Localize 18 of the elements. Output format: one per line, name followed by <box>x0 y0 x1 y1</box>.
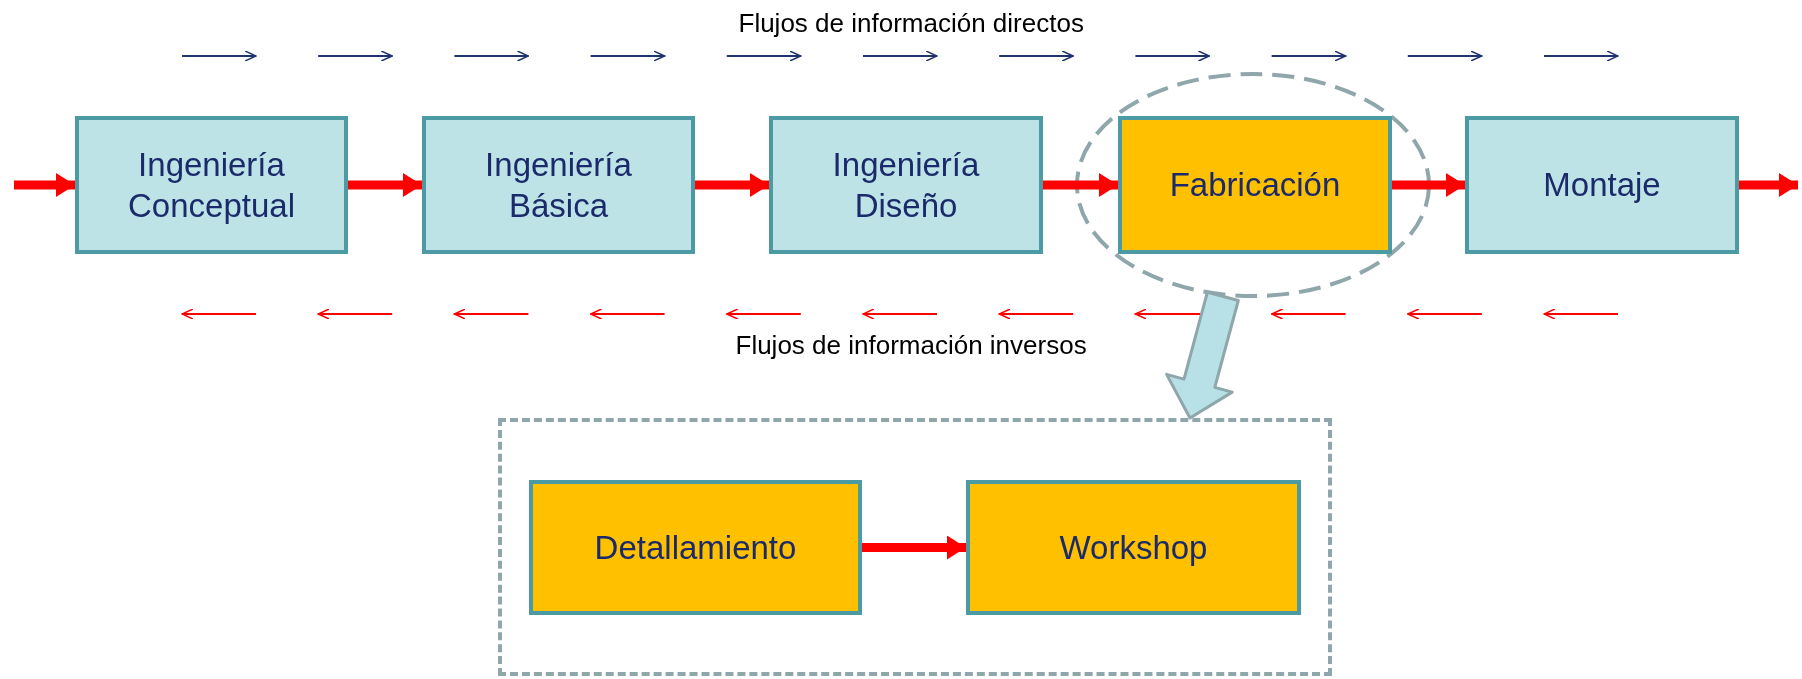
arrow <box>695 173 769 197</box>
process-box: Detallamiento <box>529 480 862 615</box>
process-box: Ingeniería Básica <box>422 116 695 254</box>
arrow <box>1392 173 1465 197</box>
block-arrow <box>1165 290 1240 420</box>
arrow <box>348 173 422 197</box>
flow-caption: Flujos de información inversos <box>735 330 1087 361</box>
process-box: Workshop <box>966 480 1301 615</box>
process-box: Ingeniería Conceptual <box>75 116 348 254</box>
arrow <box>1739 173 1798 197</box>
arrow <box>862 535 966 560</box>
arrow <box>14 173 75 197</box>
flow-caption: Flujos de información directos <box>738 8 1084 39</box>
dashed-group-box <box>498 418 1332 676</box>
process-box: Ingeniería Diseño <box>769 116 1043 254</box>
process-box: Montaje <box>1465 116 1739 254</box>
process-box: Fabricación <box>1118 116 1392 254</box>
dashed-ellipse <box>1075 72 1431 298</box>
